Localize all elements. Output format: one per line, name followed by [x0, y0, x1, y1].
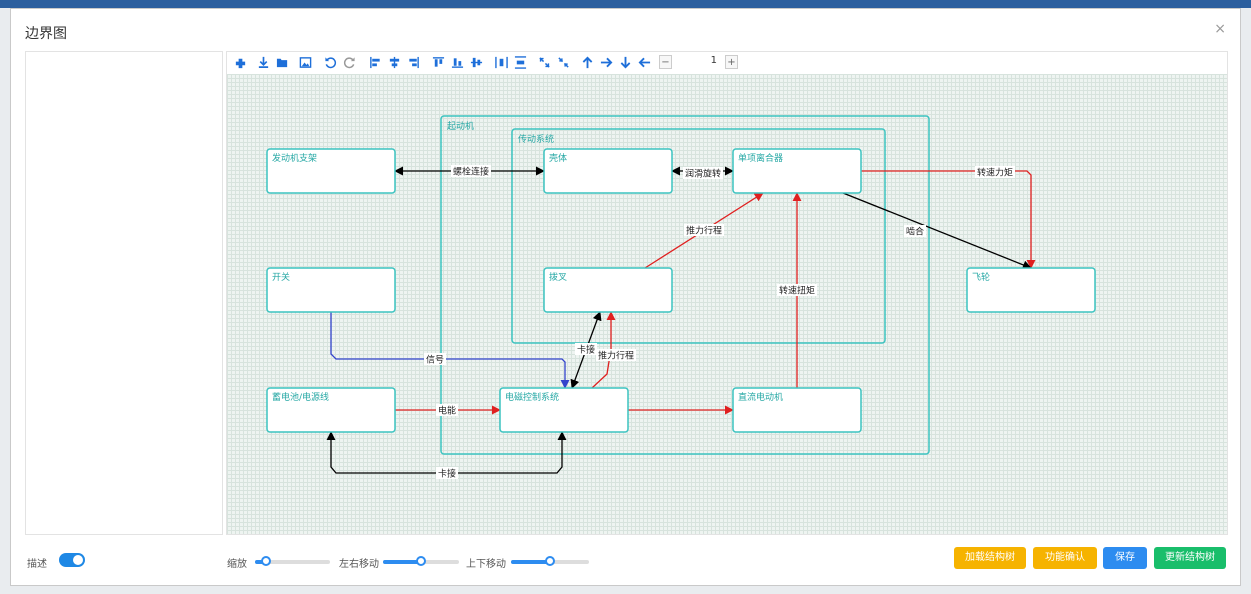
dialog-title: 边界图 [25, 26, 67, 42]
edge-label-e5: 推力行程 [686, 225, 722, 237]
zoom-slider-handle[interactable] [261, 556, 272, 566]
group-label-transmission: 传动系统 [518, 133, 554, 145]
vertical-move-label: 上下移动 [466, 559, 506, 570]
node-mount[interactable] [266, 148, 396, 194]
arrow-right-icon[interactable] [598, 54, 615, 71]
download-icon[interactable] [255, 54, 272, 71]
arrow-down-icon[interactable] [617, 54, 634, 71]
node-label-housing: 壳体 [549, 152, 567, 164]
zoom-value-input[interactable]: 1 [710, 55, 717, 66]
image-icon[interactable] [297, 54, 314, 71]
edge-label-e1: 螺栓连接 [453, 166, 489, 178]
edge-label-bg-e1 [451, 165, 491, 177]
arrow-left-icon[interactable] [636, 54, 653, 71]
horizontal-move-label: 左右移动 [339, 559, 379, 570]
node-motor[interactable] [732, 387, 862, 433]
arrow-up-icon[interactable] [579, 54, 596, 71]
edge-label-bg-e3 [975, 166, 1015, 178]
node-label-flywheel: 飞轮 [972, 271, 990, 283]
bottom-bar: 描述 缩放 左右移动 上下移动 加载结构树 功能确认 保存 更新结构树 [11, 543, 1242, 583]
edge-label-e4: 啮合 [906, 226, 924, 238]
redo-icon[interactable] [341, 54, 358, 71]
edge-label-bg-e10 [436, 404, 458, 416]
edge-e4[interactable] [842, 192, 1032, 270]
node-housing[interactable] [543, 148, 673, 194]
node-flywheel[interactable] [966, 267, 1096, 313]
structure-tree-panel [25, 51, 223, 535]
node-label-clutch: 单项离合器 [738, 152, 783, 164]
align-top-icon[interactable] [430, 54, 447, 71]
align-middle-icon[interactable] [449, 54, 466, 71]
vertical-slider-handle[interactable] [545, 556, 555, 566]
align-right-icon[interactable] [405, 54, 422, 71]
component-icon[interactable] [232, 54, 249, 71]
boundary-diagram-dialog: 边界图 × − 1 + [10, 8, 1241, 586]
zoom-label: 缩放 [227, 559, 247, 570]
edge-label-bg-e12 [436, 467, 458, 479]
close-icon[interactable]: × [1214, 21, 1226, 37]
zoom-slider[interactable] [255, 556, 330, 566]
undo-icon[interactable] [322, 54, 339, 71]
diagram-editor: − 1 + 起动机传动系统 发动机支架开关蓄电池/电源线 壳体拨叉 单项离合器飞轮电… [226, 51, 1228, 535]
group-label-starter: 起动机 [447, 120, 474, 132]
edge-label-bg-e9 [596, 349, 636, 361]
node-switch[interactable] [266, 267, 396, 313]
edge-label-bg-e5 [684, 224, 724, 236]
edge-label-bg-e6 [777, 284, 817, 296]
node-clutch[interactable] [732, 148, 862, 194]
node-battery[interactable] [266, 387, 396, 433]
edge-label-bg-e4 [904, 225, 926, 237]
edge-e3[interactable] [861, 170, 1036, 269]
shrink-icon[interactable] [555, 54, 572, 71]
function-confirm-button[interactable]: 功能确认 [1033, 547, 1097, 569]
vertical-move-slider[interactable] [511, 556, 589, 566]
node-label-motor: 直流电动机 [738, 391, 783, 403]
group-transmission[interactable] [511, 128, 886, 344]
load-structure-tree-button[interactable]: 加载结构树 [954, 547, 1026, 569]
update-structure-tree-button[interactable]: 更新结构树 [1154, 547, 1226, 569]
node-control[interactable] [499, 387, 629, 433]
distribute-horizontal-icon[interactable] [493, 54, 510, 71]
align-bottom-icon[interactable] [468, 54, 485, 71]
node-fork[interactable] [543, 267, 673, 313]
edge-e9[interactable] [591, 311, 616, 389]
edge-label-e9: 推力行程 [598, 350, 634, 362]
describe-toggle[interactable] [59, 553, 85, 567]
edge-label-e7: 信号 [426, 354, 444, 366]
describe-label: 描述 [27, 559, 47, 570]
distribute-vertical-icon[interactable] [512, 54, 529, 71]
top-strip [0, 0, 1251, 8]
zoom-minus-button[interactable]: − [659, 55, 672, 69]
diagram-toolbar: − 1 + [227, 52, 1227, 75]
align-left-icon[interactable] [367, 54, 384, 71]
align-center-icon[interactable] [386, 54, 403, 71]
edge-label-e2: 润滑旋转 [685, 168, 721, 180]
horizontal-slider-handle[interactable] [416, 556, 426, 566]
edge-label-e8: 卡接 [577, 344, 595, 356]
node-label-mount: 发动机支架 [272, 152, 317, 164]
node-label-switch: 开关 [272, 271, 290, 283]
edge-e7[interactable] [330, 312, 570, 389]
folder-open-icon[interactable] [274, 54, 291, 71]
edge-label-bg-e2 [683, 167, 723, 179]
group-starter[interactable] [440, 115, 930, 455]
edge-label-e12: 卡接 [438, 468, 456, 480]
zoom-plus-button[interactable]: + [725, 55, 738, 69]
node-label-battery: 蓄电池/电源线 [272, 391, 329, 403]
edge-e12[interactable] [326, 431, 567, 474]
edge-label-e3: 转速力矩 [977, 167, 1013, 179]
expand-icon[interactable] [536, 54, 553, 71]
diagram-canvas[interactable]: 起动机传动系统 发动机支架开关蓄电池/电源线 壳体拨叉 单项离合器飞轮电磁控制系统 直… [227, 74, 1227, 534]
edge-label-e10: 电能 [438, 405, 456, 417]
node-label-control: 电磁控制系统 [505, 391, 559, 403]
save-button[interactable]: 保存 [1103, 547, 1147, 569]
node-label-fork: 拨叉 [549, 271, 567, 283]
edge-label-e6: 转速扭矩 [779, 285, 815, 297]
edge-label-bg-e8 [575, 343, 597, 355]
edge-label-bg-e7 [424, 353, 446, 365]
horizontal-move-slider[interactable] [383, 556, 459, 566]
